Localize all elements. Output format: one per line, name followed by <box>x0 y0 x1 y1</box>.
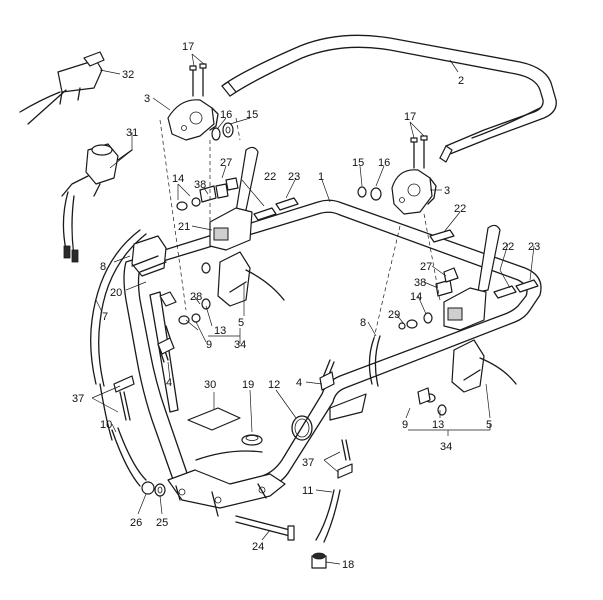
callout-3: 3 <box>144 93 150 105</box>
speed-control-31 <box>61 143 133 263</box>
callout-16: 16 <box>220 109 232 121</box>
callout-26: 26 <box>130 517 142 529</box>
callout-16: 16 <box>378 157 390 169</box>
callout-27: 27 <box>420 261 432 273</box>
callout-32: 32 <box>122 69 134 81</box>
callout-29: 29 <box>388 309 400 321</box>
handle-bar-2 <box>221 34 557 163</box>
callout-28: 28 <box>190 291 202 303</box>
callout-14: 14 <box>172 173 184 185</box>
callout-9: 9 <box>206 339 212 351</box>
callout-25: 25 <box>156 517 168 529</box>
callout-4: 4 <box>166 377 172 389</box>
callout-4: 4 <box>296 377 302 389</box>
grommet-19 <box>241 434 263 446</box>
callout-5: 5 <box>238 317 244 329</box>
callout-leaders <box>91 53 535 565</box>
spring-4-left <box>157 325 175 363</box>
spring-4-right <box>319 359 335 391</box>
callout-14: 14 <box>410 291 422 303</box>
callout-8: 8 <box>360 317 366 329</box>
callout-10: 10 <box>100 419 112 431</box>
right-lever-assembly <box>398 224 517 416</box>
callout-labels: 17 32 2 3 16 15 31 27 14 38 22 23 1 17 1… <box>72 41 540 571</box>
callout-18: 18 <box>342 559 354 571</box>
callout-15: 15 <box>352 157 364 169</box>
callout-13: 13 <box>214 325 226 337</box>
spacer-clips <box>253 197 539 299</box>
callout-7: 7 <box>102 311 108 323</box>
decal-30 <box>187 407 241 431</box>
washer-25 <box>154 483 166 497</box>
callout-1: 1 <box>318 171 324 183</box>
callout-12: 12 <box>268 379 280 391</box>
callout-11: 11 <box>302 485 313 497</box>
callout-22: 22 <box>264 171 276 183</box>
right-bracket-assembly <box>357 135 437 215</box>
left-bracket-assembly <box>167 63 234 141</box>
callout-31: 31 <box>126 127 138 139</box>
callout-22: 22 <box>454 203 466 215</box>
knob-18 <box>311 552 327 569</box>
bolt-24 <box>235 515 295 541</box>
callout-37: 37 <box>302 457 314 469</box>
callout-8: 8 <box>100 261 106 273</box>
throttle-control-32 <box>19 51 105 125</box>
callout-34: 34 <box>440 441 452 453</box>
callout-17: 17 <box>404 111 416 123</box>
callout-30: 30 <box>204 379 216 391</box>
nut-26 <box>141 481 155 495</box>
callout-37: 37 <box>72 393 84 405</box>
callout-21: 21 <box>178 221 190 233</box>
callout-24: 24 <box>252 541 264 553</box>
callout-9: 9 <box>402 419 408 431</box>
callout-27: 27 <box>220 157 232 169</box>
callout-2: 2 <box>458 75 464 87</box>
left-lever-assembly <box>159 146 285 325</box>
clamp-12 <box>291 415 313 441</box>
callout-38: 38 <box>194 179 206 191</box>
callout-19: 19 <box>242 379 254 391</box>
callout-20: 20 <box>110 287 122 299</box>
callout-13: 13 <box>432 419 444 431</box>
callout-22: 22 <box>502 241 514 253</box>
callout-15: 15 <box>246 109 258 121</box>
callout-38: 38 <box>414 277 426 289</box>
switch-box-20 <box>131 235 167 277</box>
callout-5: 5 <box>486 419 492 431</box>
control-cables <box>90 229 381 543</box>
main-frame-1 <box>123 199 542 517</box>
callout-3: 3 <box>444 185 450 197</box>
callout-23: 23 <box>528 241 540 253</box>
callout-23: 23 <box>288 171 300 183</box>
callout-17: 17 <box>182 41 194 53</box>
callout-34: 34 <box>234 339 246 351</box>
